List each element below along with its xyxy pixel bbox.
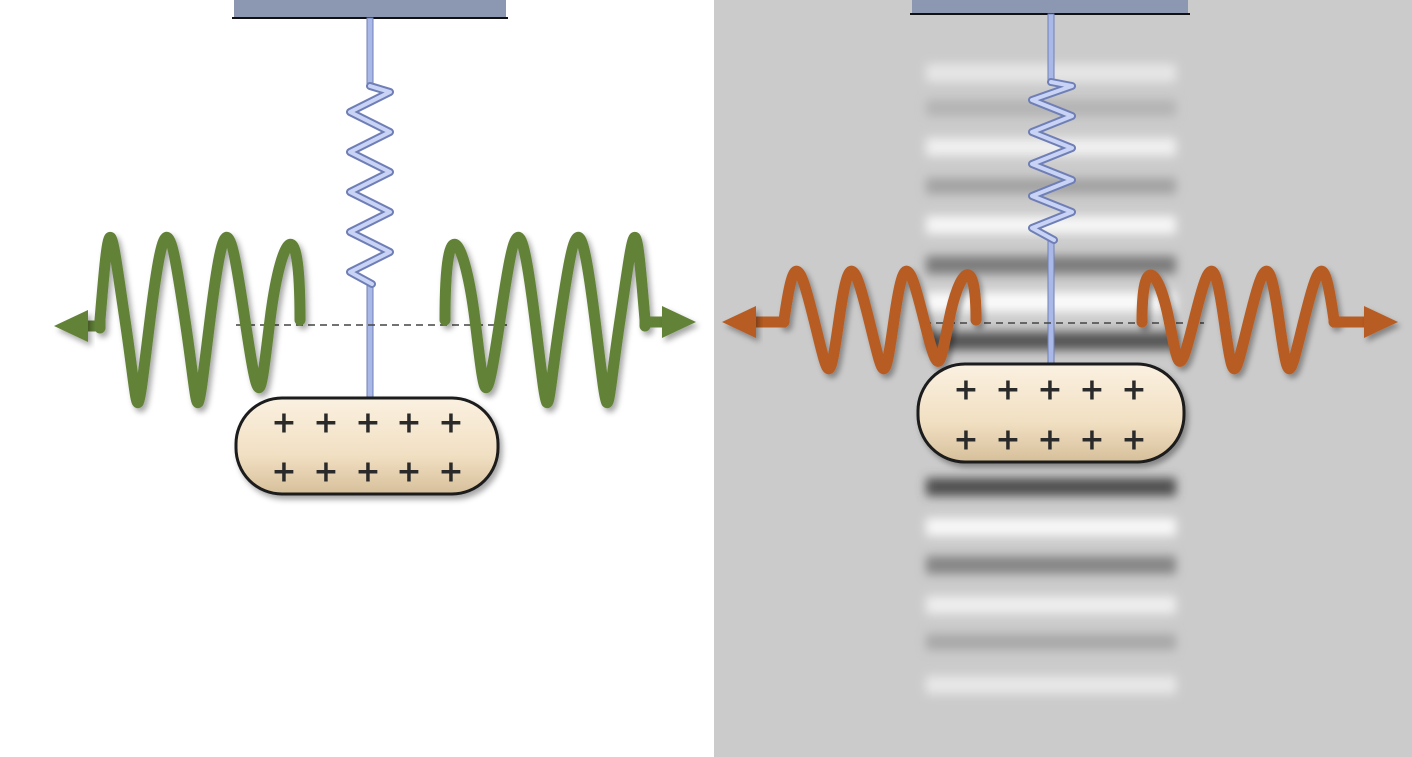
positive-charge-icon: + [953, 423, 978, 458]
wave-right-outgoing [1136, 265, 1340, 375]
positive-charge-icon: + [438, 406, 463, 441]
positive-charge-icon: + [1079, 423, 1104, 458]
spring-rod-top [1047, 13, 1055, 83]
positive-charge-icon: + [438, 455, 463, 490]
wave-arrow-icon [662, 306, 696, 338]
right-panel: + + + + + + + + + + [714, 0, 1412, 757]
spring-rod-bottom [1047, 239, 1055, 365]
positive-charge-icon: + [1121, 423, 1146, 458]
ceiling-mount-icon [912, 0, 1188, 14]
positive-charge-icon: + [1037, 373, 1062, 408]
left-diagram: + + + + + + + + + + [54, 0, 696, 496]
positive-charge-icon: + [396, 406, 421, 441]
fringe-dark [926, 556, 1176, 574]
positive-charge-icon: + [396, 455, 421, 490]
fringe-dark [926, 478, 1176, 496]
spring-rod-top [366, 17, 374, 87]
charge-row-top: + + + + + [953, 373, 1146, 408]
charged-block [234, 396, 500, 496]
right-diagram: + + + + + + + + + + [714, 0, 1412, 757]
charge-row-bottom: + + + + + [953, 423, 1146, 458]
charge-row-bottom: + + + + + [271, 455, 463, 490]
fringe-light [926, 518, 1176, 536]
wave-arrow-icon [54, 310, 88, 342]
wave-left-outgoing [778, 265, 982, 375]
positive-charge-icon: + [271, 455, 296, 490]
positive-charge-icon: + [355, 406, 380, 441]
spring-rod-bottom [366, 283, 374, 401]
fringe-light [926, 216, 1176, 234]
positive-charge-icon: + [313, 406, 338, 441]
fringe-light [926, 596, 1176, 614]
positive-charge-icon: + [995, 423, 1020, 458]
positive-charge-icon: + [953, 373, 978, 408]
positive-charge-icon: + [1037, 423, 1062, 458]
positive-charge-icon: + [271, 406, 296, 441]
charge-row-top: + + + + + [271, 406, 463, 441]
wave-arrow-icon [1364, 306, 1398, 338]
wave-arrow-icon [722, 306, 756, 338]
positive-charge-icon: + [1079, 373, 1104, 408]
positive-charge-icon: + [1121, 373, 1146, 408]
wave-left-outgoing [94, 232, 306, 408]
fringe-light [926, 138, 1176, 156]
positive-charge-icon: + [355, 455, 380, 490]
positive-charge-icon: + [313, 455, 338, 490]
fringe-dark [926, 634, 1176, 650]
wave-right-outgoing [439, 232, 651, 408]
ceiling-mount-icon [234, 0, 506, 18]
spring-highlight [348, 84, 392, 286]
positive-charge-icon: + [995, 373, 1020, 408]
spring-highlight [1030, 80, 1074, 242]
fringe-light [926, 676, 1176, 694]
left-panel: + + + + + + + + + + [54, 0, 696, 496]
charged-block [916, 362, 1186, 464]
